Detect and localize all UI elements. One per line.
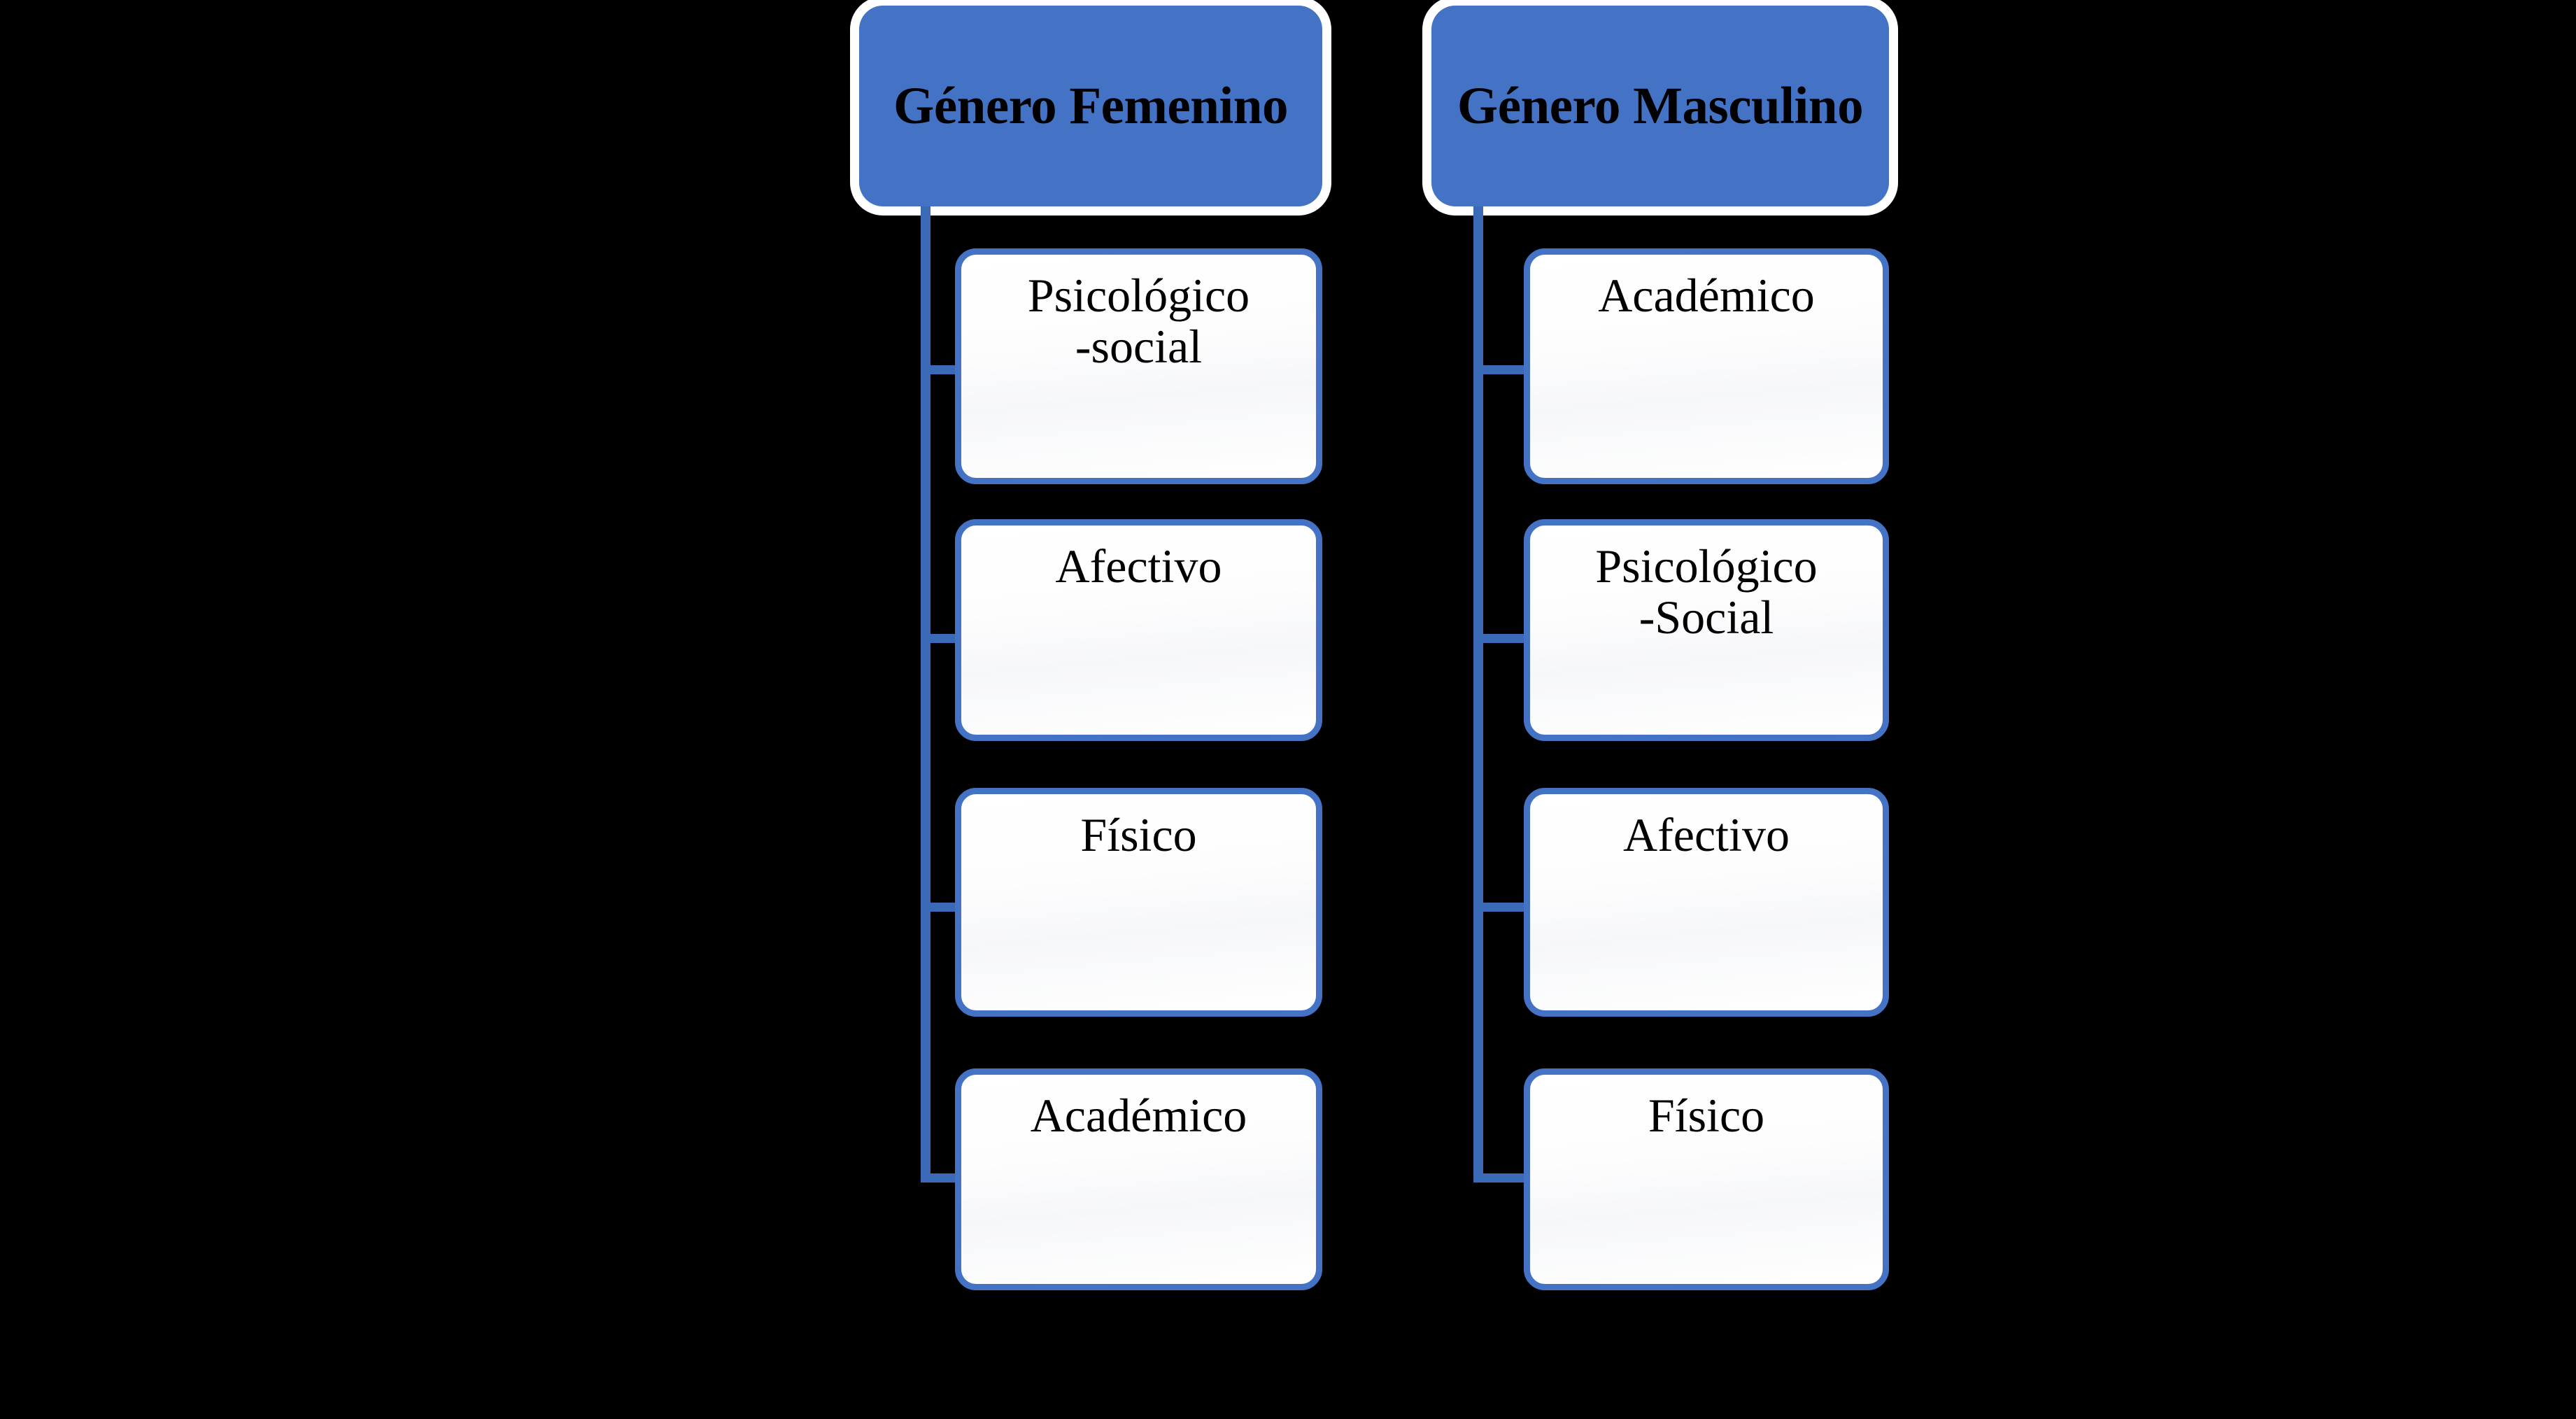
child-node-label: Físico <box>1648 1089 1765 1142</box>
root-node-label: Género Femenino <box>893 76 1288 135</box>
connector-masculino-3 <box>1483 903 1527 912</box>
child-node-masculino-afectivo[interactable]: Afectivo <box>1524 788 1889 1017</box>
child-node-femenino-fisico[interactable]: Físico <box>955 788 1322 1017</box>
child-node-label: Físico <box>1080 808 1197 861</box>
trunk-line-masculino <box>1473 206 1483 1182</box>
root-node-label: Género Masculino <box>1457 76 1864 135</box>
child-node-femenino-academico[interactable]: Académico <box>955 1068 1322 1290</box>
child-node-label: Psicológico -social <box>1027 269 1250 374</box>
child-node-femenino-afectivo[interactable]: Afectivo <box>955 519 1322 741</box>
connector-masculino-2 <box>1483 634 1527 643</box>
root-node-genero-masculino[interactable]: Género Masculino <box>1431 6 1889 206</box>
child-node-masculino-psicologico-social[interactable]: Psicológico -Social <box>1524 519 1889 741</box>
trunk-line-femenino <box>921 206 930 1182</box>
child-node-femenino-psicologico-social[interactable]: Psicológico -social <box>955 248 1322 484</box>
child-node-label: Académico <box>1598 269 1815 322</box>
child-node-masculino-fisico[interactable]: Físico <box>1524 1068 1889 1290</box>
child-node-label: Psicológico -Social <box>1595 539 1818 644</box>
root-node-genero-femenino[interactable]: Género Femenino <box>859 6 1322 206</box>
connector-masculino-1 <box>1483 365 1527 374</box>
child-node-label: Afectivo <box>1623 808 1790 861</box>
child-node-label: Afectivo <box>1055 539 1222 593</box>
child-node-masculino-academico[interactable]: Académico <box>1524 248 1889 484</box>
connector-masculino-4 <box>1483 1173 1527 1182</box>
child-node-label: Académico <box>1030 1089 1247 1142</box>
